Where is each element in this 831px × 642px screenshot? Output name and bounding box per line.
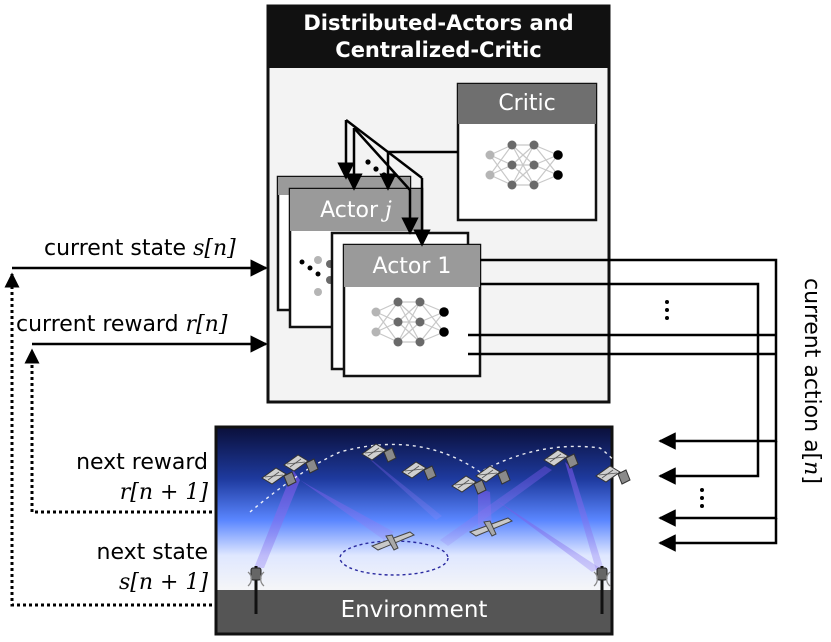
next-reward-label: next reward r[n + 1]	[40, 450, 208, 506]
action-lines	[468, 258, 778, 552]
feedback-lines	[4, 272, 212, 607]
input-arrows	[12, 259, 268, 353]
current-state-var: s[n]	[193, 236, 236, 261]
next-reward-var: r[n + 1]	[119, 480, 208, 505]
actor-j-label: Actor j	[290, 191, 422, 231]
current-action-text: current action a[	[799, 278, 824, 462]
title-line-1: Distributed-Actors and	[303, 11, 574, 35]
current-action-var: n	[799, 461, 824, 476]
critic-to-actors	[337, 119, 458, 247]
current-reward-text: current reward	[16, 312, 186, 337]
next-reward-text: next reward	[76, 450, 208, 475]
actor-j-var: j	[385, 198, 392, 223]
critic-label: Critic	[498, 91, 556, 116]
current-action-close: ]	[799, 475, 824, 484]
next-state-var: s[n + 1]	[118, 570, 208, 595]
current-action-label: current action a[n]	[796, 278, 826, 518]
actor-1-label: Actor 1	[372, 254, 452, 279]
current-state-label: current state s[n]	[44, 236, 236, 262]
environment-label: Environment	[340, 597, 488, 623]
next-state-label: next state s[n + 1]	[40, 540, 208, 596]
critic-card	[456, 82, 598, 222]
environment-panel	[214, 425, 635, 636]
title-banner: Distributed-Actors and Centralized-Criti…	[268, 6, 609, 68]
actor-stack	[276, 175, 482, 378]
title-line-2: Centralized-Critic	[335, 38, 542, 62]
current-state-text: current state	[44, 236, 194, 261]
current-reward-var: r[n]	[185, 312, 228, 337]
next-state-text: next state	[96, 540, 208, 565]
current-reward-label: current reward r[n]	[16, 312, 227, 338]
actor-j-text: Actor	[320, 198, 386, 223]
